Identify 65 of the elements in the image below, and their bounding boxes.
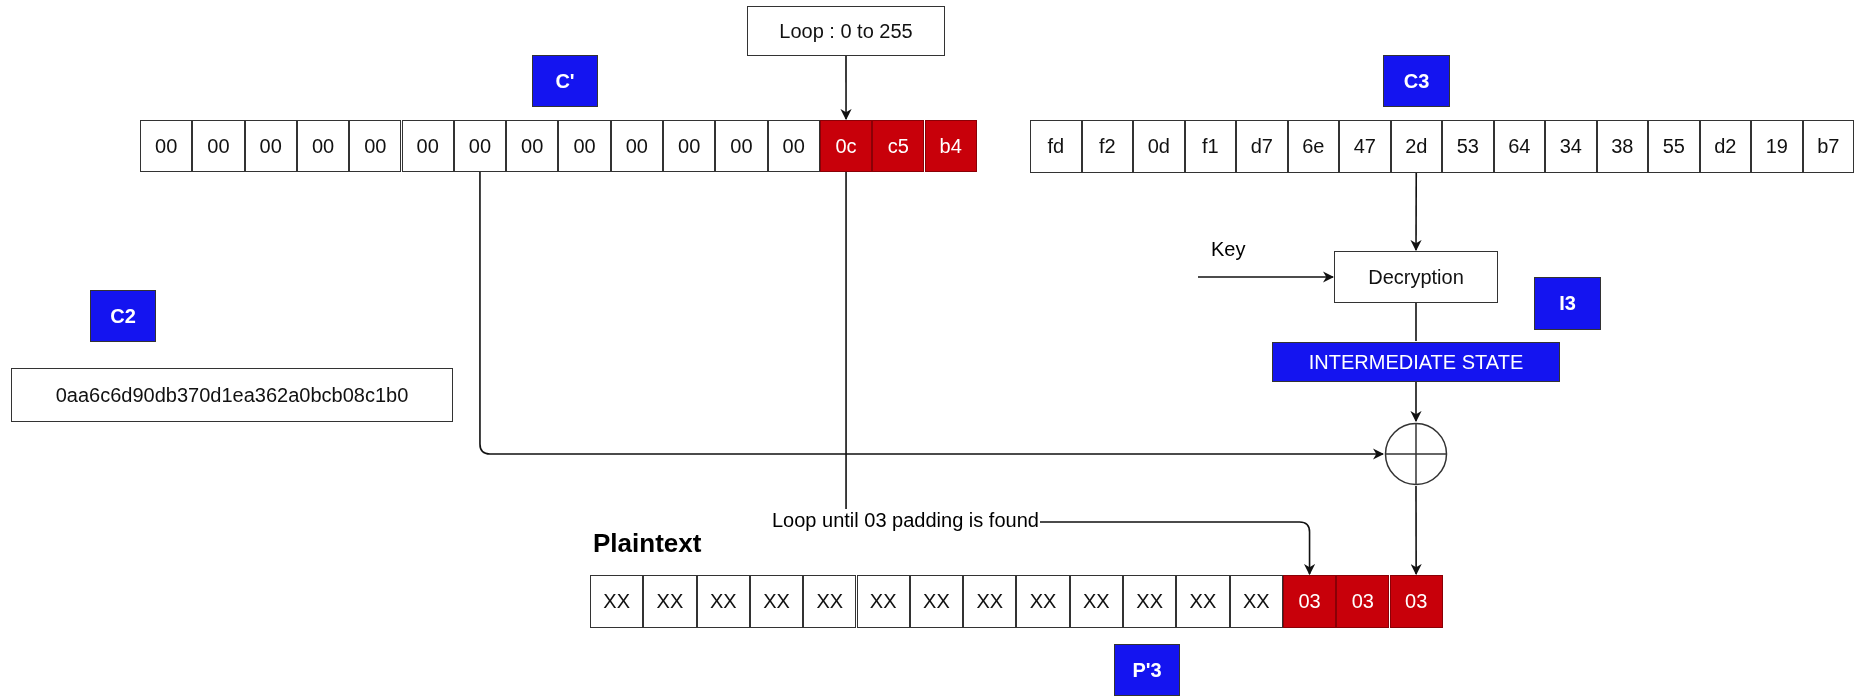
block-label: C2 <box>90 290 156 342</box>
byte-cell: 53 <box>1442 120 1494 173</box>
byte-cell: XX <box>963 575 1017 628</box>
byte-cell: XX <box>856 575 910 628</box>
block-label: C3 <box>1383 55 1450 107</box>
byte-cell: 00 <box>401 120 454 172</box>
byte-cell: b7 <box>1802 120 1854 173</box>
byte-cell: XX <box>643 575 697 628</box>
loop-box: Loop : 0 to 255 <box>747 6 945 56</box>
byte-cell: XX <box>749 575 804 628</box>
arrow <box>840 55 852 121</box>
byte-cell: 03 <box>1282 575 1337 628</box>
byte-cell: XX <box>1123 575 1177 628</box>
byte-cell: fd <box>1030 120 1082 173</box>
byte-cell: XX <box>1069 575 1123 628</box>
byte-cell: 00 <box>663 120 716 172</box>
byte-cell: 00 <box>244 120 297 172</box>
arrow <box>1410 485 1422 576</box>
arrow <box>1410 172 1422 252</box>
byte-cell: 64 <box>1493 120 1545 173</box>
byte-cell: 03 <box>1336 575 1390 628</box>
state-banner: INTERMEDIATE STATE <box>1272 342 1560 382</box>
byte-cell: XX <box>1229 575 1283 628</box>
byte-cell: 00 <box>558 120 611 172</box>
hex-value-box: 0aa6c6d90db370d1ea362a0bcb08c1b0 <box>11 368 453 422</box>
xor-symbol <box>1384 422 1448 486</box>
block-label: C' <box>532 55 598 107</box>
byte-cell: XX <box>1176 575 1230 628</box>
arrow <box>1410 381 1422 423</box>
block-label: P'3 <box>1114 644 1180 696</box>
byte-cell: 00 <box>715 120 768 172</box>
byte-cell: XX <box>590 575 644 628</box>
arrow <box>1197 271 1335 283</box>
byte-cell: 00 <box>296 120 350 172</box>
byte-cell: 38 <box>1596 120 1648 173</box>
block-label: I3 <box>1534 277 1601 330</box>
arrow <box>479 171 1385 460</box>
byte-cell: f2 <box>1081 120 1133 173</box>
byte-cell: XX <box>909 575 964 628</box>
byte-cell: XX <box>803 575 857 628</box>
byte-cell: 55 <box>1648 120 1700 173</box>
byte-cell: 47 <box>1339 120 1391 173</box>
byte-cell: 6e <box>1287 120 1339 173</box>
byte-cell: 19 <box>1751 120 1803 173</box>
byte-cell: 00 <box>767 120 820 172</box>
byte-cell: 2d <box>1390 120 1442 173</box>
byte-cell: c5 <box>872 120 925 172</box>
byte-cell: f1 <box>1184 120 1236 173</box>
byte-cell: 03 <box>1389 575 1443 628</box>
edge-label: Loop until 03 padding is found <box>771 509 1040 532</box>
byte-cell: 0d <box>1133 120 1185 173</box>
byte-cell: 00 <box>610 120 663 172</box>
decryption-box: Decryption <box>1334 251 1498 303</box>
byte-cell: 00 <box>140 120 193 172</box>
byte-cell: d2 <box>1699 120 1751 173</box>
byte-cell: 0c <box>819 120 873 172</box>
byte-cell: 00 <box>453 120 507 172</box>
byte-cell: 00 <box>506 120 559 172</box>
byte-cell: b4 <box>924 120 977 172</box>
byte-cell: XX <box>696 575 750 628</box>
byte-cell: XX <box>1016 575 1070 628</box>
byte-cell: d7 <box>1236 120 1288 173</box>
byte-cell: 34 <box>1545 120 1597 173</box>
byte-cell: 00 <box>349 120 402 172</box>
byte-cell: 00 <box>192 120 245 172</box>
